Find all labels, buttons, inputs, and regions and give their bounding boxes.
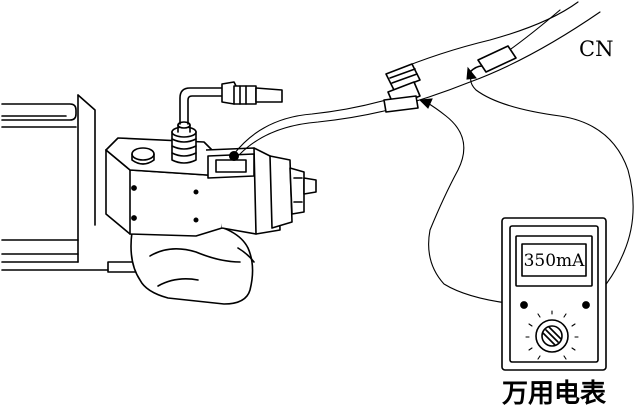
dial-knob <box>525 310 579 360</box>
sensor-unit <box>105 81 317 237</box>
mechanism-frame <box>1 94 141 273</box>
connector-cn <box>383 45 517 113</box>
meter-caption: 万用电表 <box>502 379 607 409</box>
meter-reading: 350mA <box>524 251 586 271</box>
hand-illustration <box>130 213 255 305</box>
connector-label: CN <box>579 37 613 61</box>
multimeter <box>501 217 607 371</box>
test-leads <box>418 66 634 306</box>
